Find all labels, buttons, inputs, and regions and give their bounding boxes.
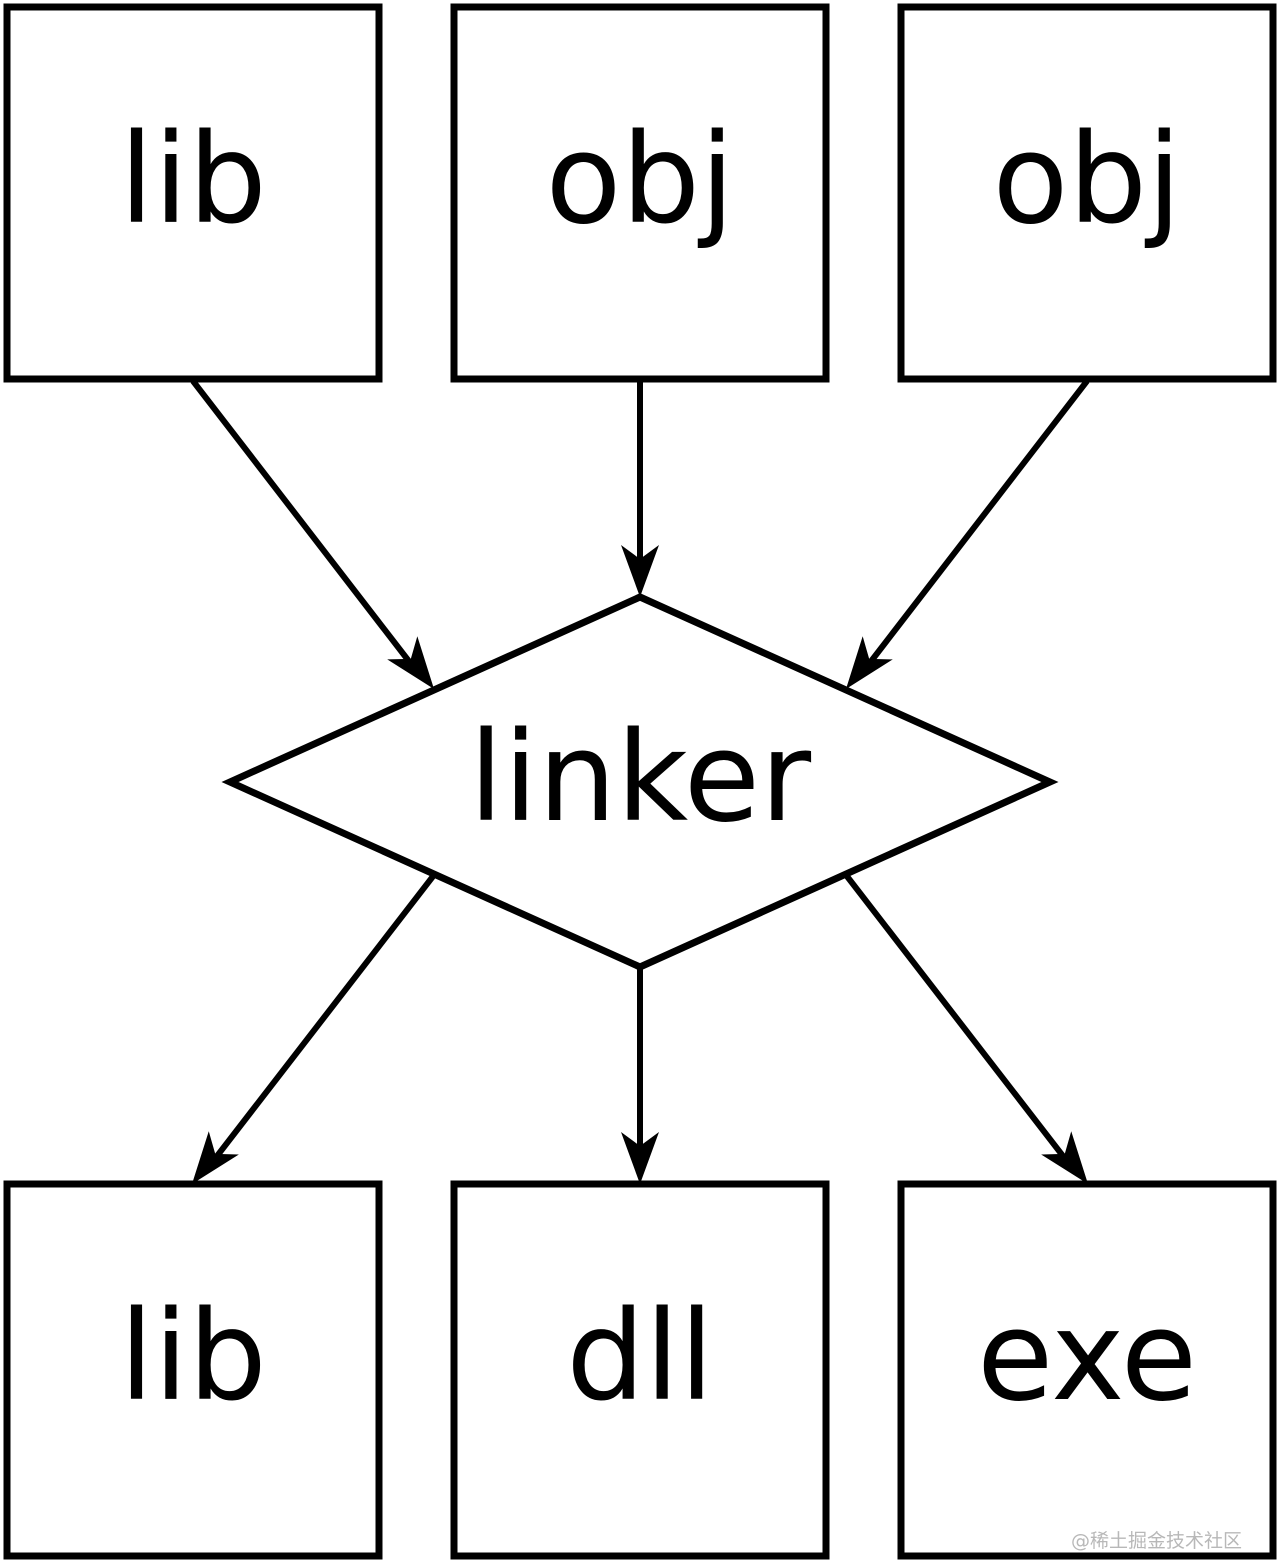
output-nodes: lib dll exe <box>3 1180 1277 1560</box>
node-output-lib-label: lib <box>119 1285 267 1429</box>
node-output-exe-label: exe <box>977 1285 1197 1429</box>
edge-input-obj-2-to-linker <box>859 379 1090 675</box>
node-linker-label: linker <box>469 706 811 850</box>
arrow-head-icon <box>846 636 893 689</box>
edge-linker-to-output-exe <box>843 873 1076 1171</box>
input-nodes: lib obj obj <box>3 3 1277 383</box>
arrow-heads <box>192 545 1088 1184</box>
node-input-obj-2-label: obj <box>992 108 1181 252</box>
arrow-head-icon <box>621 545 659 597</box>
arrow-head-icon <box>1041 1131 1088 1184</box>
node-linker: linker <box>221 593 1059 971</box>
edge-linker-to-output-lib <box>204 873 437 1171</box>
node-output-dll: dll <box>450 1180 830 1560</box>
node-output-exe-box <box>897 1180 1277 1560</box>
node-input-obj-1: obj <box>450 3 830 383</box>
node-input-lib-box <box>3 3 383 383</box>
node-output-lib: lib <box>3 1180 383 1560</box>
edge-input-lib-to-linker <box>190 379 421 675</box>
node-output-lib-box <box>3 1180 383 1560</box>
node-input-obj-1-box <box>450 3 830 383</box>
node-output-exe: exe <box>897 1180 1277 1560</box>
node-input-obj-1-label: obj <box>545 108 734 252</box>
node-output-dll-box <box>450 1180 830 1560</box>
node-input-lib: lib <box>3 3 383 383</box>
arrow-head-icon <box>621 1132 659 1184</box>
arrow-head-icon <box>387 636 434 689</box>
node-output-dll-label: dll <box>566 1285 714 1429</box>
edges <box>190 379 1090 1171</box>
node-input-lib-label: lib <box>119 108 267 252</box>
watermark: @稀土掘金技术社区 <box>1070 1530 1242 1552</box>
node-input-obj-2-box <box>897 3 1277 383</box>
arrow-head-icon <box>192 1131 239 1184</box>
node-linker-diamond <box>221 593 1059 971</box>
node-input-obj-2: obj <box>897 3 1277 383</box>
